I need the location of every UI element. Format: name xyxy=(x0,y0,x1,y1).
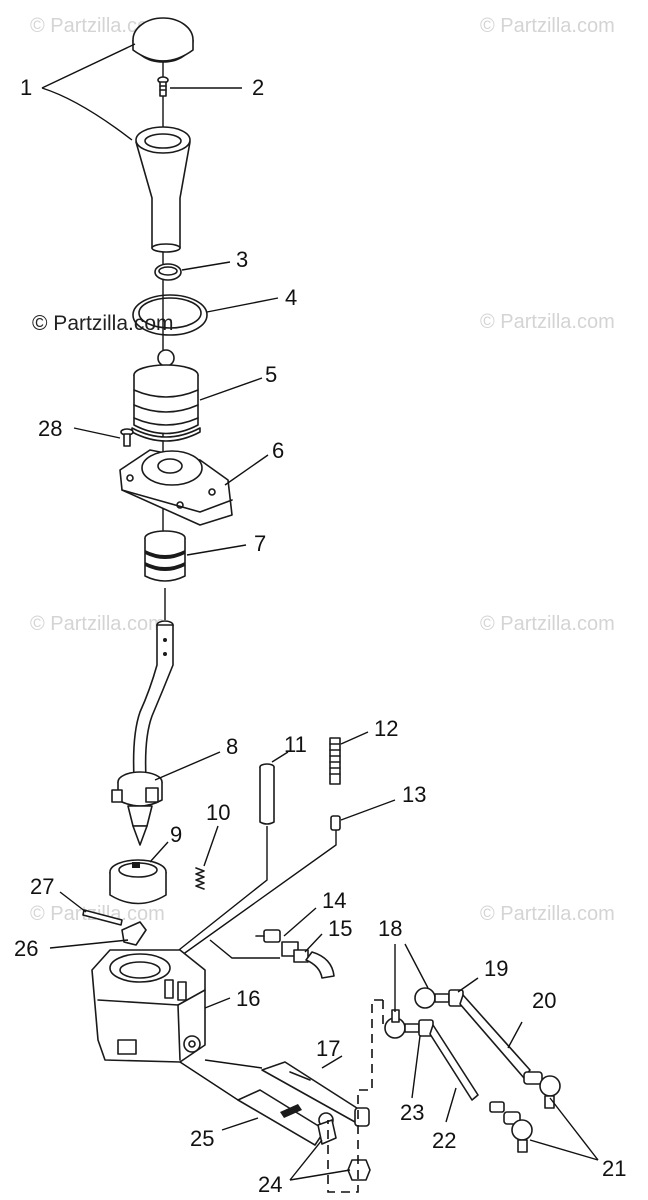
part-24-nut xyxy=(317,1112,371,1181)
callout-label: 15 xyxy=(328,916,352,941)
part-3-ring xyxy=(154,263,182,281)
part-21-rod-end xyxy=(489,1071,561,1153)
leader-line xyxy=(41,43,136,89)
leader-line xyxy=(203,825,219,867)
callout-label: 27 xyxy=(30,874,54,899)
callout-label: 18 xyxy=(378,916,402,941)
watermark: © Partzilla.com xyxy=(30,15,165,37)
alignment-line xyxy=(159,826,268,966)
leader-line xyxy=(283,907,317,937)
part-11-pin xyxy=(259,763,275,825)
leader-line xyxy=(73,427,121,439)
part-7-bushing xyxy=(144,530,186,582)
part-27-wire xyxy=(82,909,123,926)
callout-label: 8 xyxy=(226,734,238,759)
callout-label: 2 xyxy=(252,75,264,100)
leader-line xyxy=(199,377,263,401)
callout-label: 9 xyxy=(170,822,182,847)
leader-line xyxy=(507,1021,523,1049)
leader-line xyxy=(445,1087,457,1123)
leader-line xyxy=(224,454,269,486)
callout-label: 28 xyxy=(38,416,62,441)
leader-line xyxy=(49,939,129,949)
leader-line xyxy=(549,1097,599,1161)
callout-label: 20 xyxy=(532,988,556,1013)
callout-label: 17 xyxy=(316,1036,340,1061)
part-6-plate xyxy=(119,449,233,526)
leader-line xyxy=(186,544,247,556)
watermark: © Partzilla.com xyxy=(480,311,615,333)
callout-label: 24 xyxy=(258,1172,282,1197)
part-13-pin xyxy=(330,815,341,831)
callout-label: 10 xyxy=(206,800,230,825)
leader-line xyxy=(206,297,279,313)
leader-line xyxy=(340,731,369,745)
callout-label: 11 xyxy=(284,732,307,757)
callout-label: 3 xyxy=(236,247,248,272)
callout-label: 4 xyxy=(285,285,297,310)
leader-line xyxy=(304,933,323,953)
part-26-clip xyxy=(121,921,147,946)
alignment-line xyxy=(179,1061,239,1101)
callout-label: 26 xyxy=(14,936,38,961)
callout-label: 1 xyxy=(20,75,32,100)
callout-label: 25 xyxy=(190,1126,214,1151)
leader-line xyxy=(321,1055,343,1069)
callout-label: 16 xyxy=(236,986,260,1011)
ball-detent xyxy=(157,349,175,367)
part-1-knob xyxy=(132,17,194,253)
part-28-screw xyxy=(120,428,134,447)
part-16-housing xyxy=(91,949,206,1063)
callout-label: 19 xyxy=(484,956,508,981)
leader-line xyxy=(411,1035,421,1099)
leader-line xyxy=(154,751,221,781)
leader-line xyxy=(340,799,396,821)
watermark: © Partzilla.com xyxy=(480,613,615,635)
callout-label: 12 xyxy=(374,716,398,741)
part-14-switch xyxy=(255,929,299,957)
part-12-stud xyxy=(329,737,341,785)
part-8-shift-lever xyxy=(111,620,174,846)
callout-label: 5 xyxy=(265,362,277,387)
callout-label: 13 xyxy=(402,782,426,807)
part-22-link xyxy=(429,1024,479,1101)
callout-label: 21 xyxy=(602,1156,626,1181)
part-2-screw xyxy=(157,76,169,97)
leader-line xyxy=(271,751,289,763)
alignment-line xyxy=(174,830,337,961)
alignment-line xyxy=(204,1059,263,1069)
leader-line xyxy=(289,1139,323,1181)
leader-line xyxy=(204,997,231,1009)
leader-line xyxy=(404,943,429,989)
watermark: © Partzilla.com xyxy=(30,613,165,635)
part-18-rod-end xyxy=(384,987,450,1039)
watermark: © Partzilla.com xyxy=(480,903,615,925)
leader-line xyxy=(181,261,231,271)
callout-label: 14 xyxy=(322,888,346,913)
callout-label: 6 xyxy=(272,438,284,463)
part-5-boot xyxy=(131,364,201,442)
callout-label: 22 xyxy=(432,1128,456,1153)
leader-line xyxy=(289,1169,351,1181)
alignment-line xyxy=(209,939,280,959)
leader-line xyxy=(457,977,479,993)
watermark: © Partzilla.com xyxy=(480,15,615,37)
part-17-rod xyxy=(261,1061,370,1127)
part-10-spring xyxy=(195,867,205,890)
leader-line xyxy=(59,891,87,913)
leader-line xyxy=(41,87,133,141)
part-20-link xyxy=(459,994,531,1079)
leader-line xyxy=(149,841,169,863)
leader-line xyxy=(529,1139,599,1161)
dashed-bracket xyxy=(327,999,383,1193)
part-4-seal-ring xyxy=(132,294,208,336)
leader-line xyxy=(221,1117,259,1131)
part-15-connector xyxy=(293,949,335,979)
watermark: © Partzilla.com xyxy=(32,312,174,335)
part-9-cup xyxy=(109,859,167,905)
callout-label: 7 xyxy=(254,531,266,556)
callout-label: 23 xyxy=(400,1100,424,1125)
